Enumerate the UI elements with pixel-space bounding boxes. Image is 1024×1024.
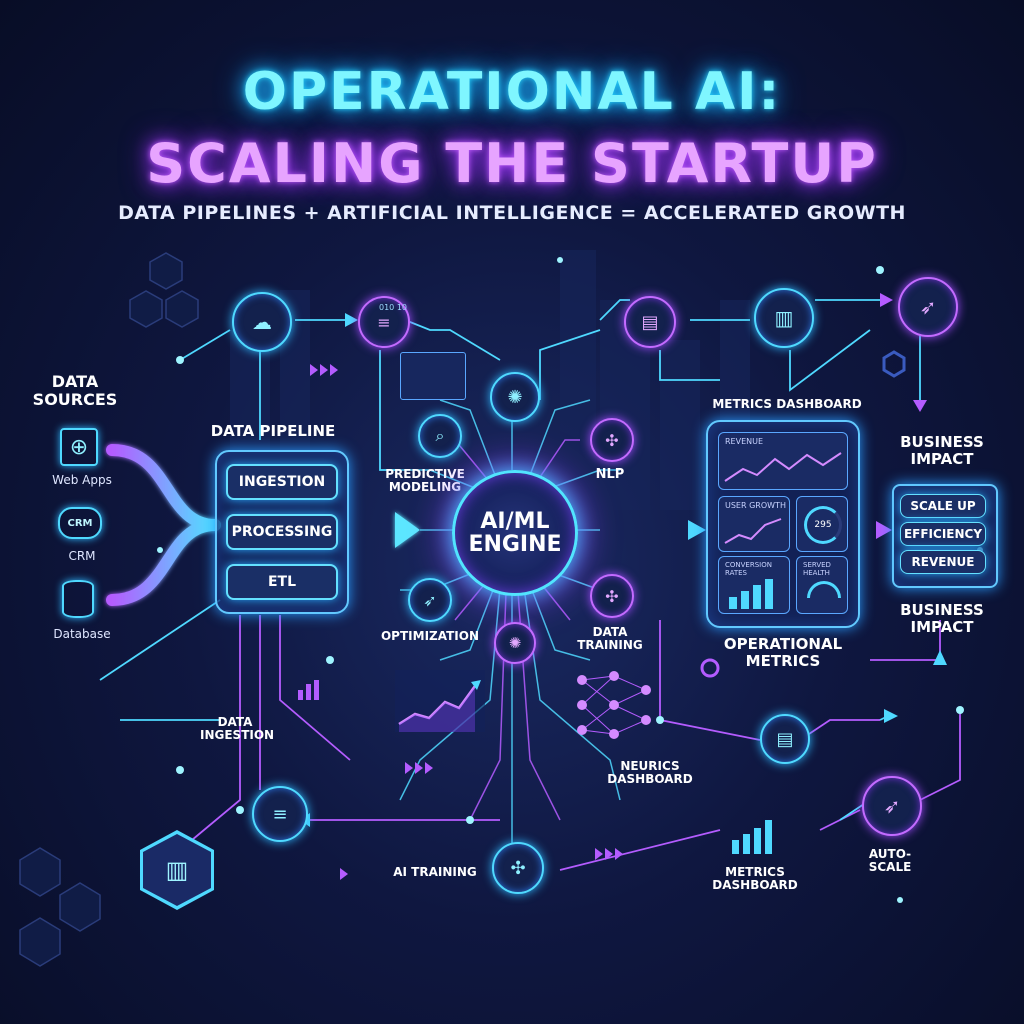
pipeline-arrowhead (395, 512, 420, 548)
network-icon: ✣ (492, 842, 544, 894)
card-user-growth: USER GROWTH (718, 496, 790, 552)
stage-processing: PROCESSING (226, 514, 338, 550)
rocket-icon: ➶ (408, 578, 452, 622)
card-server-health-title: SERVED HEALTH (803, 561, 831, 577)
bottom-bar-icon (732, 820, 772, 854)
title-line-1: OPERATIONAL AI: (242, 62, 782, 122)
network-icon: ✣ (590, 574, 634, 618)
conversion-bars (729, 579, 773, 609)
chart-icon: ▤ (760, 714, 810, 764)
label-ai-training: AI TRAINING (393, 865, 477, 879)
operational-metrics-label: OPERATIONAL METRICS (723, 635, 843, 670)
card-conversion-title: CONVERSION RATES (725, 561, 772, 577)
impact-efficiency: EFFICIENCY (900, 522, 986, 546)
card-revenue: REVENUE (718, 432, 848, 490)
search-icon: ⌕ (418, 414, 462, 458)
source-flow (106, 444, 221, 606)
gauge-value: 295 (804, 506, 842, 544)
bar-chart-icon (400, 352, 466, 400)
card-revenue-title: REVENUE (725, 437, 764, 446)
neural-network-icon (577, 671, 651, 739)
label-auto-scale: AUTO-SCALE (868, 847, 912, 875)
chart-icon: ▥ (754, 288, 814, 348)
chart-icon: ▤ (624, 296, 676, 348)
mini-bar-icon (298, 680, 319, 700)
label-optimization: OPTIMIZATION (380, 629, 479, 643)
network-icon: ✣ (590, 418, 634, 462)
label-nlp: NLP (595, 467, 625, 482)
crm-cloud-icon: CRM (58, 507, 102, 539)
bar-chart-icon (566, 358, 630, 404)
stage-etl: ETL (226, 564, 338, 600)
top-connectors (179, 299, 921, 471)
db-code-text: 010 10 (379, 303, 407, 312)
ring-ornament (700, 658, 720, 678)
hex-pattern (19, 252, 199, 967)
chevrons (310, 364, 623, 880)
card-user-growth-title: USER GROWTH (725, 501, 786, 510)
impact-heading: BUSINESS IMPACT (900, 433, 984, 468)
card-server-health: SERVED HEALTH (796, 556, 848, 614)
impact-revenue: REVENUE (900, 550, 986, 574)
revenue-chart (724, 452, 842, 482)
subtitle: DATA PIPELINES + ARTIFICIAL INTELLIGENCE… (118, 202, 906, 224)
impact-heading-lower: BUSINESS IMPACT (900, 601, 984, 636)
ai-ml-engine: AI/ML ENGINE (452, 470, 578, 596)
database-icon (62, 580, 94, 618)
label-data-training: DATA TRAINING (577, 625, 643, 653)
label-predictive-modeling: PREDICTIVE MODELING (385, 467, 465, 495)
globe-icon: ⊕ (60, 428, 98, 466)
impact-scale-up: SCALE UP (900, 494, 986, 518)
rocket-icon: ➶ (898, 277, 958, 337)
user-growth-chart (724, 518, 782, 544)
source-web-apps: Web Apps (52, 473, 112, 487)
source-database: Database (53, 627, 111, 641)
label-metrics-dashboard-bottom: METRICS DASHBOARD (712, 865, 798, 893)
pipeline-heading: DATA PIPELINE (210, 422, 336, 440)
data-sources-heading: DATA SOURCES (32, 372, 118, 409)
database-icon: ≡ (252, 786, 308, 842)
label-neurics-dashboard: NEURICS DASHBOARD (607, 759, 693, 787)
cloud-upload-icon: ☁ (232, 292, 292, 352)
source-crm: CRM (68, 549, 96, 563)
gauge-icon (807, 581, 841, 598)
brain-icon: ✺ (494, 622, 536, 664)
rocket-icon: ➶ (862, 776, 922, 836)
database-icon: ≡ (358, 296, 410, 348)
engine-out-arrowhead (688, 520, 706, 540)
dashboard-heading: METRICS DASHBOARD (712, 397, 862, 411)
trend-chart (395, 670, 485, 732)
card-conversion: CONVERSION RATES (718, 556, 790, 614)
title-line-2: SCALING THE STARTUP (146, 132, 878, 195)
engine-label: AI/ML ENGINE (468, 508, 562, 557)
brain-icon: ✺ (490, 372, 540, 422)
stage-ingestion: INGESTION (226, 464, 338, 500)
card-gauge: 295 (796, 496, 848, 552)
label-data-ingestion: DATA INGESTION (200, 715, 275, 743)
